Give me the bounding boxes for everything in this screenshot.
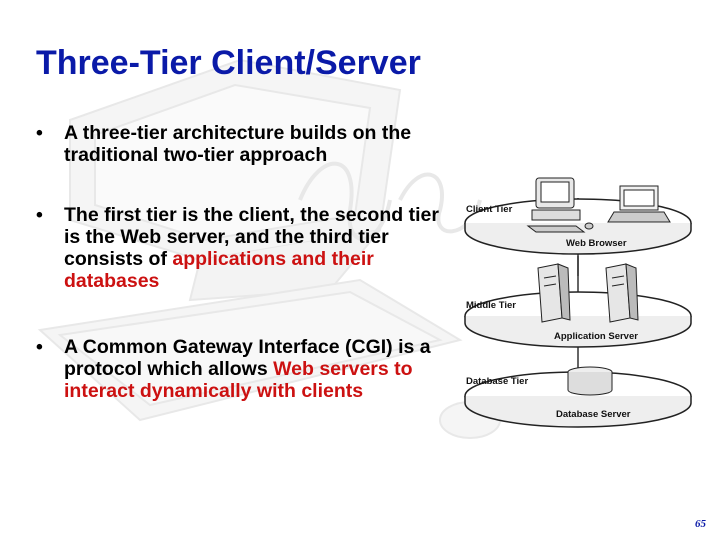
bullet-list: • A three-tier architecture builds on th… (28, 122, 448, 440)
server-tower-icon (537, 263, 571, 323)
laptop-icon (607, 185, 671, 223)
database-tier-group: Database Tier Database Server (464, 366, 692, 428)
client-tier-group: Client Tier Web Browser (464, 177, 692, 255)
bullet-highlight-text: Web servers to interact dynamically with… (64, 358, 413, 402)
tier-label: Database Tier (466, 376, 528, 387)
server-tower-icon (605, 263, 639, 323)
page-number: 65 (695, 518, 706, 530)
bullet-text: A Common Gateway Interface (CGI) is a pr… (64, 336, 431, 380)
tier-caption: Application Server (554, 331, 638, 342)
tier-caption: Database Server (556, 409, 631, 420)
database-icon (567, 366, 613, 396)
tier-label: Client Tier (466, 204, 513, 215)
bullet-dot: • (36, 336, 43, 358)
slide-title: Three-Tier Client/Server (36, 44, 421, 82)
bullet-text: A three-tier architecture builds on the … (64, 122, 412, 166)
bullet-item: • A three-tier architecture builds on th… (28, 122, 448, 166)
tier-label: Middle Tier (466, 300, 516, 311)
bullet-highlight-text: applications and their databases (64, 248, 374, 292)
three-tier-diagram: Client Tier Web Browser Middle Tier Appl… (464, 177, 692, 428)
bullet-item: • The first tier is the client, the seco… (28, 204, 448, 292)
bullet-dot: • (36, 204, 43, 226)
bullet-item: • A Common Gateway Interface (CGI) is a … (28, 336, 448, 402)
bullet-text: The first tier is the client, the second… (64, 204, 439, 270)
desktop-computer-icon (526, 177, 594, 233)
bullet-dot: • (36, 122, 43, 144)
tier-caption: Web Browser (566, 238, 627, 249)
middle-tier-group: Middle Tier Application Server (464, 263, 692, 348)
